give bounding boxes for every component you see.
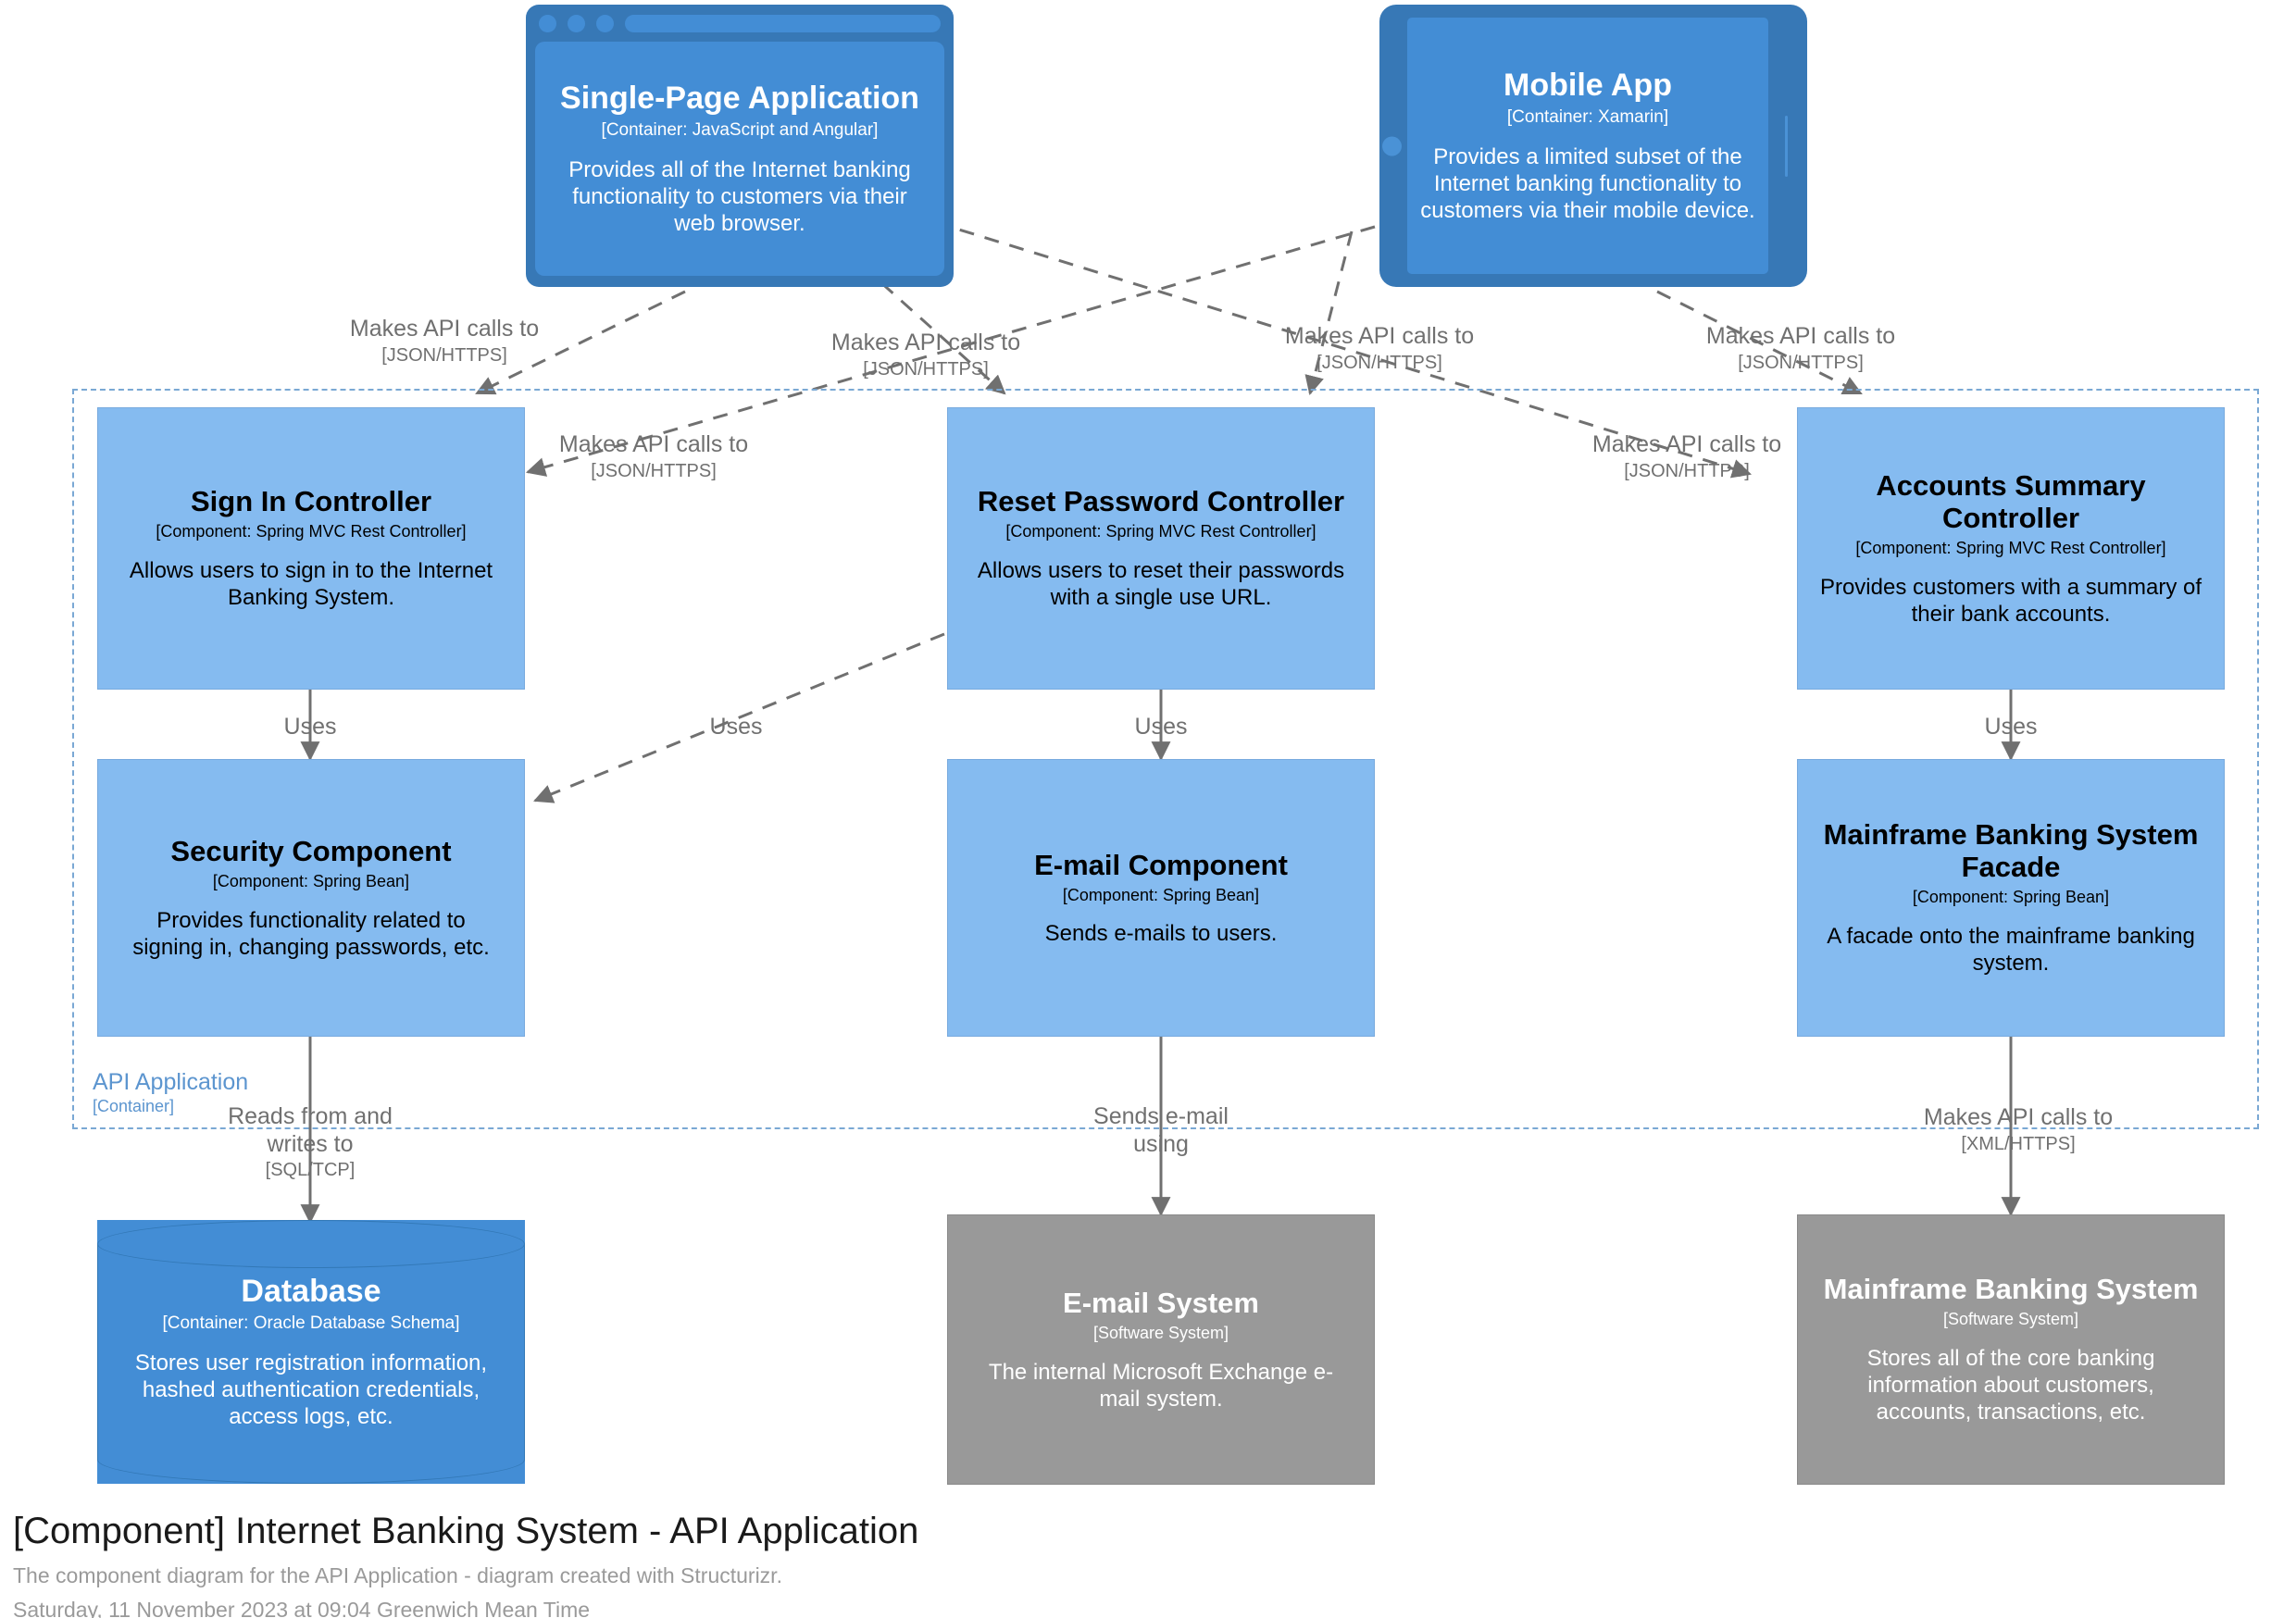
edge-label-mobile-signin: Makes API calls to [JSON/HTTPS] — [559, 430, 748, 482]
node-tech: [Component: Spring MVC Rest Controller] — [156, 522, 467, 541]
edge-label-spa-signin: Makes API calls to [JSON/HTTPS] — [350, 315, 539, 367]
edge-label-reset-email: Uses — [1135, 713, 1188, 741]
boundary-label-api-application: API Application [Container] — [93, 1069, 248, 1116]
node-mainframe-banking-system[interactable]: Mainframe Banking System [Software Syste… — [1797, 1214, 2225, 1485]
cylinder-body — [97, 1244, 525, 1460]
edge-tech: [JSON/HTTPS] — [591, 461, 717, 481]
boundary-tech: [Container] — [93, 1096, 175, 1115]
node-email-component[interactable]: E-mail Component [Component: Spring Bean… — [947, 759, 1375, 1037]
edge-desc: Makes API calls to — [1705, 323, 1896, 349]
edge-desc: Sends e-mail using — [1093, 1103, 1229, 1157]
node-tech: [Container: Oracle Database Schema] — [162, 1313, 460, 1333]
node-tech: [Container: JavaScript and Angular] — [601, 119, 879, 140]
node-name: Mobile App — [1504, 67, 1672, 103]
node-desc: Provides all of the Internet banking fun… — [568, 156, 911, 237]
node-name: Mainframe Banking System Facade — [1823, 818, 2199, 884]
node-name: Reset Password Controller — [977, 485, 1345, 518]
diagram-description: The component diagram for the API Applic… — [13, 1563, 782, 1587]
browser-chrome — [526, 5, 954, 42]
browser-dot-icon — [539, 14, 556, 32]
edge-desc: Uses — [709, 714, 763, 740]
node-tech: [Container: Xamarin] — [1506, 106, 1669, 127]
boundary-name: API Application — [93, 1069, 249, 1095]
node-desc: Provides functionality related to signin… — [132, 907, 490, 960]
node-database[interactable]: Database [Container: Oracle Database Sch… — [97, 1220, 525, 1484]
edge-label-mobile-reset: Makes API calls to [JSON/HTTPS] — [1285, 322, 1474, 374]
node-desc: The internal Microsoft Exchange e-mail s… — [988, 1359, 1334, 1412]
edge-tech: [JSON/HTTPS] — [1624, 461, 1750, 481]
mobile-home-button-icon — [1382, 136, 1402, 156]
edge-label-email-emailsystem: Sends e-mail using — [1073, 1103, 1249, 1158]
edge-label-mainframe-system: Makes API calls to [XML/HTTPS] — [1924, 1103, 2113, 1155]
edge-tech: [JSON/HTTPS] — [381, 345, 507, 366]
edge-label-spa-reset: Makes API calls to [JSON/HTTPS] — [831, 329, 1020, 380]
node-reset-password-controller[interactable]: Reset Password Controller [Component: Sp… — [947, 407, 1375, 690]
node-sign-in-controller[interactable]: Sign In Controller [Component: Spring MV… — [97, 407, 525, 690]
edge-desc: Uses — [283, 714, 337, 740]
node-desc: Allows users to sign in to the Internet … — [129, 558, 493, 611]
node-name: E-mail System — [1063, 1286, 1259, 1319]
node-accounts-summary-controller[interactable]: Accounts Summary Controller [Component: … — [1797, 407, 2225, 690]
edge-tech: [XML/HTTPS] — [1961, 1134, 2076, 1154]
boundary-api-application — [72, 389, 2259, 1129]
browser-screen: Single-Page Application [Container: Java… — [535, 42, 944, 276]
node-name: Accounts Summary Controller — [1876, 468, 2146, 534]
edge-desc: Reads from and writes to — [228, 1103, 393, 1157]
node-desc: Allows users to reset their passwords wi… — [977, 558, 1345, 611]
node-name: Database — [241, 1273, 381, 1309]
node-tech: [Component: Spring Bean] — [1062, 885, 1260, 904]
diagram-caption: [Component] Internet Banking System - AP… — [13, 1511, 918, 1618]
edge-desc: Makes API calls to — [558, 431, 749, 457]
node-desc: Stores all of the core banking informati… — [1866, 1345, 2155, 1425]
edge-desc: Uses — [1984, 714, 2038, 740]
node-name: Single-Page Application — [560, 80, 919, 116]
edge-label-spa-accounts: Makes API calls to [JSON/HTTPS] — [1592, 430, 1781, 482]
edge-tech: [JSON/HTTPS] — [863, 359, 989, 380]
mobile-screen: Mobile App [Container: Xamarin] Provides… — [1407, 18, 1768, 274]
node-tech: [Component: Spring Bean] — [212, 871, 410, 890]
edge-label-mobile-accounts: Makes API calls to [JSON/HTTPS] — [1706, 322, 1895, 374]
node-tech: [Component: Spring MVC Rest Controller] — [1855, 538, 2166, 557]
edge-tech: [JSON/HTTPS] — [1316, 353, 1442, 373]
node-security-component[interactable]: Security Component [Component: Spring Be… — [97, 759, 525, 1037]
mobile-speaker-icon — [1785, 115, 1788, 177]
edge-desc: Makes API calls to — [1591, 431, 1782, 457]
edge-label-accounts-mainframe: Uses — [1985, 713, 2038, 741]
edge-desc: Makes API calls to — [1923, 1104, 2114, 1130]
node-desc: Provides a limited subset of the Interne… — [1420, 143, 1755, 224]
node-desc: Provides customers with a summary of the… — [1819, 574, 2202, 627]
edge-desc: Makes API calls to — [1284, 323, 1475, 349]
edge-label-signin-security: Uses — [284, 713, 337, 741]
node-name: Mainframe Banking System — [1823, 1273, 2199, 1306]
cylinder-text: Database [Container: Oracle Database Sch… — [97, 1244, 525, 1460]
edge-desc: Uses — [1134, 714, 1188, 740]
node-desc: A facade onto the mainframe banking syst… — [1827, 924, 2195, 977]
diagram-timestamp: Saturday, 11 November 2023 at 09:04 Gree… — [13, 1598, 591, 1618]
edge-label-reset-security: Uses — [710, 713, 763, 741]
node-email-system[interactable]: E-mail System [Software System] The inte… — [947, 1214, 1375, 1485]
node-tech: [Component: Spring Bean] — [1912, 888, 2110, 907]
diagram-title: [Component] Internet Banking System - AP… — [13, 1511, 919, 1551]
browser-dot-icon — [596, 14, 614, 32]
node-tech: [Software System] — [1092, 1323, 1229, 1342]
browser-dot-icon — [568, 14, 585, 32]
browser-address-bar — [625, 14, 941, 32]
edge-tech: [SQL/TCP] — [265, 1160, 356, 1180]
node-name: E-mail Component — [1034, 848, 1288, 881]
node-desc: Stores user registration information, ha… — [134, 1350, 488, 1430]
node-mainframe-banking-system-facade[interactable]: Mainframe Banking System Facade [Compone… — [1797, 759, 2225, 1037]
node-name: Security Component — [170, 834, 452, 867]
node-tech: [Component: Spring MVC Rest Controller] — [1005, 522, 1316, 541]
node-single-page-application[interactable]: Single-Page Application [Container: Java… — [526, 5, 954, 287]
node-mobile-app[interactable]: Mobile App [Container: Xamarin] Provides… — [1379, 5, 1807, 287]
node-desc: Sends e-mails to users. — [1044, 921, 1278, 947]
edge-desc: Makes API calls to — [349, 316, 540, 342]
cylinder-top — [97, 1220, 525, 1268]
edge-desc: Makes API calls to — [830, 330, 1021, 355]
edge-tech: [JSON/HTTPS] — [1738, 353, 1864, 373]
node-name: Sign In Controller — [190, 485, 432, 518]
edge-label-security-database: Reads from and writes to [SQL/TCP] — [194, 1103, 426, 1182]
node-tech: [Software System] — [1942, 1310, 2079, 1329]
